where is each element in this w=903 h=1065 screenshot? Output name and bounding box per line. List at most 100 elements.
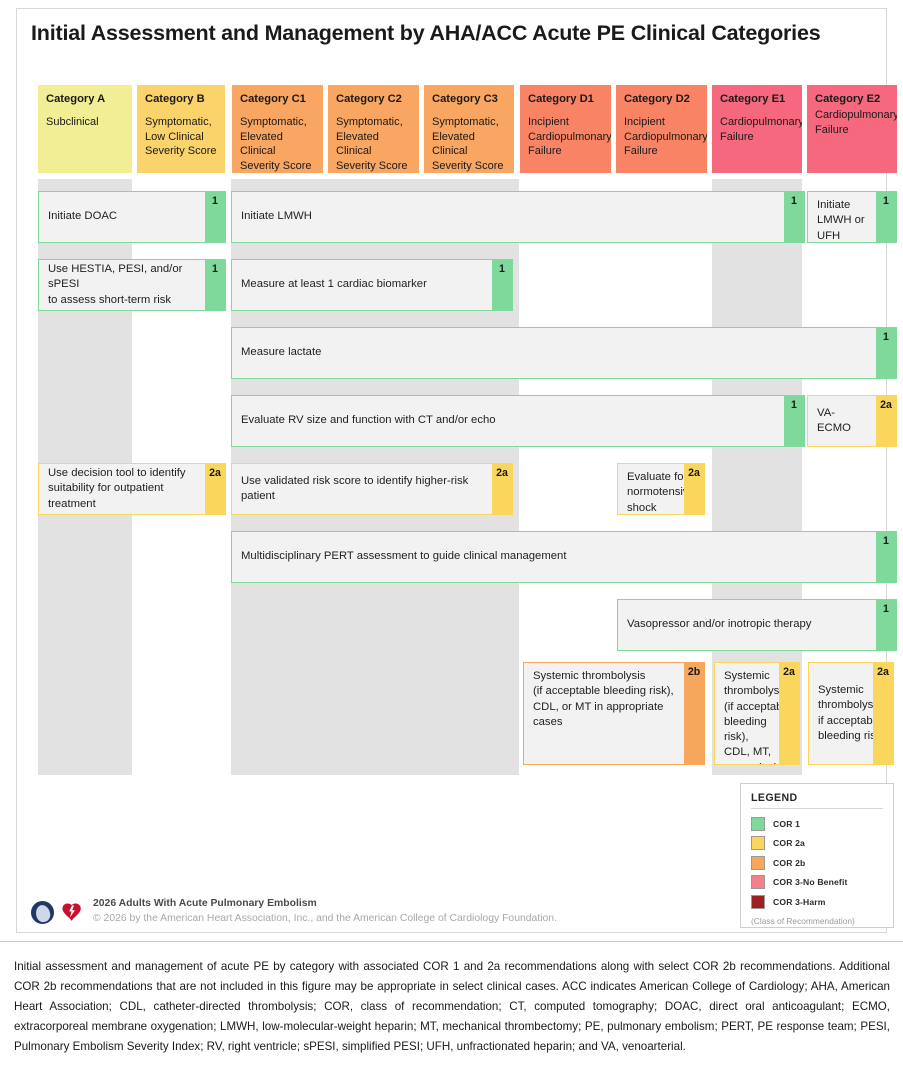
recommendation-label: Initiate DOAC — [48, 210, 118, 223]
recommendation-body: Systemic thrombolysis if acceptable blee… — [809, 663, 873, 764]
legend-color-swatch — [751, 875, 765, 890]
recommendation-body: Evaluate RV size and function with CT an… — [232, 396, 784, 446]
legend-label: COR 2b — [773, 857, 806, 868]
category-description: Cardiopulmonary Failure — [720, 116, 802, 143]
recommendation-box: Multidisciplinary PERT assessment to gui… — [231, 531, 897, 583]
legend-color-swatch — [751, 855, 765, 870]
recommendation-label: Initiate LMWH or UFH — [817, 199, 865, 242]
recommendation-box: Systemic thrombolysis (if acceptable ble… — [714, 662, 800, 765]
horizontal-divider — [0, 941, 903, 942]
cor-badge: 1 — [876, 600, 896, 650]
category-name: Category C3 — [432, 93, 498, 105]
category-name: Category E1 — [720, 93, 786, 105]
category-name: Category E2 — [815, 93, 881, 105]
category-description: Symptomatic, Elevated Clinical Severity … — [432, 116, 504, 172]
cor-badge: 1 — [876, 532, 896, 582]
legend-color-swatch — [751, 836, 765, 851]
figure-footer: 2026 Adults With Acute Pulmonary Embolis… — [31, 895, 731, 929]
cor-badge: 1 — [876, 192, 896, 242]
recommendation-label: Evaluate for normotensive shock — [627, 471, 684, 514]
recommendation-body: Multidisciplinary PERT assessment to gui… — [232, 532, 876, 582]
recommendation-label: Multidisciplinary PERT assessment to gui… — [241, 550, 567, 563]
recommendation-label: Use HESTIA, PESI, and/or sPESI to assess… — [48, 263, 183, 306]
recommendation-box: Vasopressor and/or inotropic therapy 1 — [617, 599, 897, 651]
category-header-e1: Category E1 Cardiopulmonary Failure — [712, 85, 802, 173]
legend-note: (Class of Recommendation) — [751, 915, 855, 926]
recommendation-body: Initiate DOAC — [39, 192, 205, 242]
recommendation-body: VA-ECMO — [808, 396, 876, 446]
legend-label: COR 3-No Benefit — [773, 877, 848, 888]
recommendation-label: Use decision tool to identify suitabilit… — [48, 467, 186, 510]
category-description: Incipient Cardiopulmonary Failure — [624, 116, 707, 158]
recommendation-box: Evaluate RV size and function with CT an… — [231, 395, 805, 447]
recommendation-body: Use validated risk score to identify hig… — [232, 464, 492, 514]
recommendation-body: Use decision tool to identify suitabilit… — [39, 464, 205, 514]
category-header-b: Category B Symptomatic, Low Clinical Seve… — [137, 85, 225, 173]
legend-item: COR 1 — [751, 814, 883, 834]
recommendation-box: Use decision tool to identify suitabilit… — [38, 463, 226, 515]
recommendation-label: Measure at least 1 cardiac biomarker — [241, 278, 427, 291]
legend-item: COR 3-No Benefit — [751, 873, 883, 893]
legend-label: COR 1 — [773, 818, 801, 829]
cor-badge: 2a — [492, 464, 512, 514]
legend-label: COR 2a — [773, 838, 805, 849]
recommendation-box: Initiate LMWH 1 — [231, 191, 805, 243]
category-description: Symptomatic, Low Clinical Severity Score — [145, 116, 217, 158]
recommendation-box: Use HESTIA, PESI, and/or sPESI to assess… — [38, 259, 226, 311]
cor-badge: 1 — [876, 328, 896, 378]
recommendation-label: VA-ECMO — [817, 406, 851, 434]
recommendation-box: Systemic thrombolysis (if acceptable ble… — [523, 662, 705, 765]
recommendation-box: Initiate LMWH or UFH 1 — [807, 191, 897, 243]
cor-badge: 1 — [492, 260, 512, 310]
recommendation-label: Vasopressor and/or inotropic therapy — [627, 618, 812, 631]
legend-label: COR 3-Harm — [773, 896, 826, 907]
category-name: Category C1 — [240, 93, 306, 105]
recommendation-body: Systemic thrombolysis (if acceptable ble… — [524, 663, 684, 764]
recommendation-label: Systemic thrombolysis if acceptable blee… — [818, 684, 873, 742]
category-name: Category B — [145, 93, 205, 105]
clinical-pathway-figure: Initial Assessment and Management by AHA… — [16, 8, 897, 933]
recommendation-body: Systemic thrombolysis (if acceptable ble… — [715, 663, 779, 764]
recommendation-label: Initiate LMWH — [241, 210, 312, 223]
recommendation-box: Initiate DOAC 1 — [38, 191, 226, 243]
cor-badge: 1 — [205, 260, 225, 310]
category-name: Category A — [46, 93, 106, 105]
cor-badge: 1 — [784, 396, 804, 446]
legend-item: COR 2a — [751, 834, 883, 854]
recommendation-body: Use HESTIA, PESI, and/or sPESI to assess… — [39, 260, 205, 310]
figure-caption: Initial assessment and management of acu… — [14, 960, 890, 1053]
category-description: Cardiopulmonary Failure — [815, 109, 897, 136]
cor-badge: 2a — [873, 663, 893, 764]
recommendation-body: Measure lactate — [232, 328, 876, 378]
cor-badge: 2b — [684, 663, 704, 764]
footer-logos — [31, 900, 83, 924]
recommendation-label: Evaluate RV size and function with CT an… — [241, 414, 496, 427]
category-header-d1: Category D1 Incipient Cardiopulmonary Fai… — [520, 85, 611, 173]
recommendation-body: Initiate LMWH — [232, 192, 784, 242]
cor-badge: 2a — [205, 464, 225, 514]
category-description: Incipient Cardiopulmonary Failure — [528, 116, 611, 158]
recommendation-box: Systemic thrombolysis if acceptable blee… — [808, 662, 894, 765]
cor-badge: 2a — [684, 464, 704, 514]
legend-color-swatch — [751, 894, 765, 909]
recommendation-label: Use validated risk score to identify hig… — [241, 474, 469, 502]
cor-badge: 1 — [784, 192, 804, 242]
recommendation-body: Evaluate for normotensive shock — [618, 464, 684, 514]
category-name: Category D1 — [528, 93, 594, 105]
cor-badge: 1 — [205, 192, 225, 242]
legend-item: COR 3-Harm — [751, 892, 883, 912]
recommendation-box: Measure at least 1 cardiac biomarker 1 — [231, 259, 513, 311]
recommendation-label: Systemic thrombolysis (if acceptable ble… — [724, 670, 779, 764]
footer-text: 2026 Adults With Acute Pulmonary Embolis… — [93, 897, 731, 926]
legend-item: COR 2b — [751, 853, 883, 873]
cor-badge: 2a — [779, 663, 799, 764]
